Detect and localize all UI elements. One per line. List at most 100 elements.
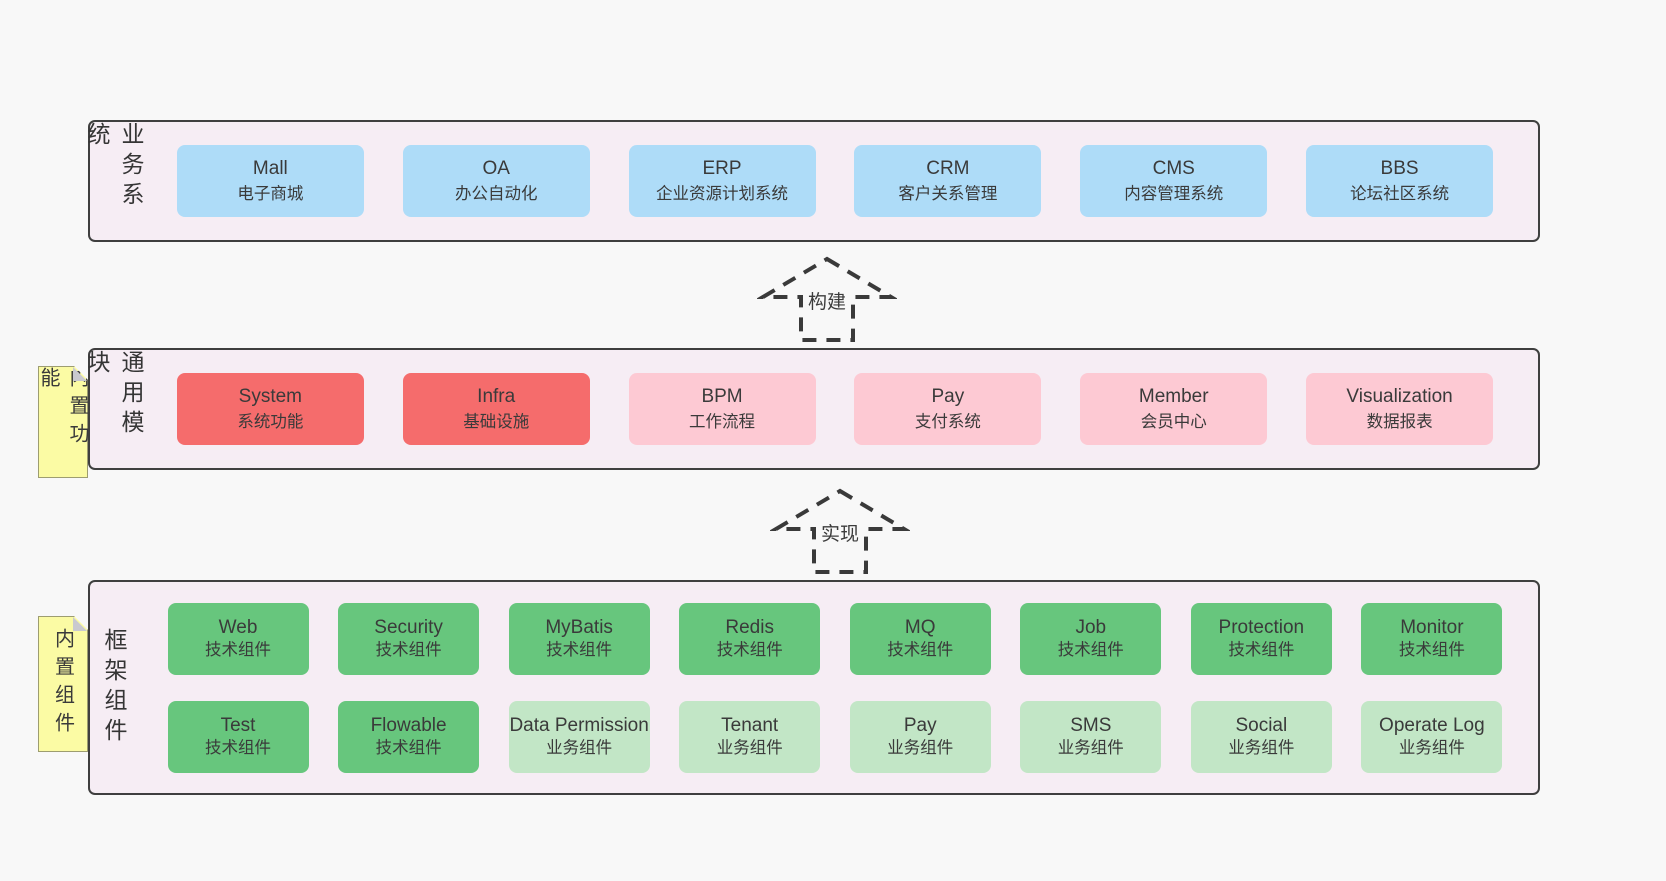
box-operate-log: Operate Log 业务组件 — [1361, 700, 1503, 773]
box-mall: Mall 电子商城 — [176, 145, 364, 217]
box-subtitle: 工作流程 — [689, 412, 756, 431]
box-title: Flowable — [370, 714, 447, 736]
box-oa: OA 办公自动化 — [402, 145, 590, 217]
box-tenant: Tenant 业务组件 — [679, 700, 821, 773]
box-title: BPM — [701, 385, 743, 407]
box-system: System 系统功能 — [176, 373, 364, 445]
box-title: Visualization — [1346, 385, 1453, 407]
box-bpm: BPM 工作流程 — [628, 373, 816, 445]
box-title: Pay — [903, 714, 937, 736]
box-subtitle: 业务组件 — [1228, 739, 1295, 758]
box-title: Redis — [725, 616, 774, 638]
panel-label-wrap: 框架组件 — [90, 582, 138, 793]
box-title: Data Permission — [509, 714, 649, 736]
box-pay-component: Pay 业务组件 — [849, 700, 991, 773]
box-subtitle: 业务组件 — [546, 739, 613, 758]
box-title: Mall — [252, 157, 288, 179]
panel-label-common-modules: 通用模块 — [84, 350, 144, 440]
box-title: Infra — [477, 385, 516, 407]
box-subtitle: 企业资源计划系统 — [656, 184, 789, 203]
box-title: SMS — [1070, 714, 1112, 736]
box-crm: CRM 客户关系管理 — [854, 145, 1042, 217]
folded-corner-icon — [73, 617, 87, 631]
box-monitor: Monitor 技术组件 — [1361, 602, 1503, 675]
common-modules-boxes: System 系统功能 Infra 基础设施 BPM 工作流程 Pay 支付系统… — [138, 350, 1538, 468]
box-title: OA — [482, 157, 510, 179]
arrow-implement-label: 实现 — [816, 518, 864, 547]
framework-components-panel: 框架组件 Web 技术组件 Security 技术组件 MyBatis 技术组件… — [88, 580, 1540, 795]
box-subtitle: 客户关系管理 — [898, 184, 998, 203]
box-protection: Protection 技术组件 — [1190, 602, 1332, 675]
box-subtitle: 系统功能 — [237, 412, 304, 431]
box-subtitle: 业务组件 — [1057, 739, 1124, 758]
box-title: Job — [1075, 616, 1107, 638]
box-redis: Redis 技术组件 — [679, 602, 821, 675]
box-subtitle: 业务组件 — [716, 739, 783, 758]
dashed-up-arrow-icon — [770, 488, 910, 574]
box-web: Web 技术组件 — [167, 602, 309, 675]
box-title: Member — [1138, 385, 1209, 407]
sticky-note-builtin-features: 内置功能 — [38, 366, 88, 478]
box-subtitle: 技术组件 — [1057, 641, 1124, 660]
box-cms: CMS 内容管理系统 — [1080, 145, 1268, 217]
panel-label-wrap: 业务系统 — [84, 122, 144, 240]
box-erp: ERP 企业资源计划系统 — [628, 145, 816, 217]
box-subtitle: 技术组件 — [205, 641, 272, 660]
box-subtitle: 基础设施 — [463, 412, 530, 431]
box-title: Monitor — [1400, 616, 1464, 638]
box-visualization: Visualization 数据报表 — [1306, 373, 1494, 445]
box-social: Social 业务组件 — [1190, 700, 1332, 773]
box-subtitle: 技术组件 — [887, 641, 954, 660]
box-subtitle: 技术组件 — [375, 739, 442, 758]
box-title: MQ — [904, 616, 936, 638]
box-title: BBS — [1380, 157, 1419, 179]
box-subtitle: 技术组件 — [205, 739, 272, 758]
box-subtitle: 电子商城 — [237, 184, 304, 203]
box-subtitle: 技术组件 — [1228, 641, 1295, 660]
common-modules-panel: 通用模块 System 系统功能 Infra 基础设施 BPM 工作流程 Pay… — [84, 348, 1540, 470]
box-job: Job 技术组件 — [1020, 602, 1162, 675]
box-title: Protection — [1218, 616, 1305, 638]
business-systems-boxes: Mall 电子商城 OA 办公自动化 ERP 企业资源计划系统 CRM 客户关系… — [138, 122, 1538, 240]
box-subtitle: 技术组件 — [1398, 641, 1465, 660]
box-mybatis: MyBatis 技术组件 — [508, 602, 650, 675]
box-subtitle: 会员中心 — [1140, 412, 1207, 431]
box-bbs: BBS 论坛社区系统 — [1306, 145, 1494, 217]
sticky-note-label: 内置组件 — [51, 628, 74, 740]
box-title: Security — [374, 616, 443, 638]
box-subtitle: 论坛社区系统 — [1350, 184, 1450, 203]
box-title: Web — [218, 616, 258, 638]
box-infra: Infra 基础设施 — [402, 373, 590, 445]
box-subtitle: 数据报表 — [1366, 412, 1433, 431]
box-title: ERP — [702, 157, 742, 179]
box-subtitle: 业务组件 — [887, 739, 954, 758]
box-flowable: Flowable 技术组件 — [338, 700, 480, 773]
box-member: Member 会员中心 — [1080, 373, 1268, 445]
business-systems-panel: 业务系统 Mall 电子商城 OA 办公自动化 ERP 企业资源计划系统 CRM… — [84, 120, 1540, 242]
box-test: Test 技术组件 — [167, 700, 309, 773]
box-title: Tenant — [721, 714, 779, 736]
box-title: CMS — [1152, 157, 1195, 179]
panel-label-framework-components: 框架组件 — [101, 627, 127, 748]
framework-components-boxes: Web 技术组件 Security 技术组件 MyBatis 技术组件 Redi… — [138, 582, 1538, 793]
panel-label-business-systems: 业务系统 — [84, 122, 144, 212]
sticky-note-label: 内置功能 — [37, 367, 88, 451]
box-title: System — [238, 385, 303, 407]
box-pay-system: Pay 支付系统 — [854, 373, 1042, 445]
arrow-implement: 实现 — [770, 487, 910, 575]
panel-label-wrap: 通用模块 — [84, 350, 144, 468]
box-title: Test — [220, 714, 256, 736]
box-subtitle: 支付系统 — [914, 412, 981, 431]
arrow-build: 构建 — [757, 255, 897, 343]
box-title: MyBatis — [545, 616, 613, 638]
box-title: Operate Log — [1379, 714, 1485, 736]
box-subtitle: 办公自动化 — [454, 184, 538, 203]
arrow-build-label: 构建 — [803, 286, 851, 315]
dashed-up-arrow-icon — [757, 256, 897, 342]
box-subtitle: 技术组件 — [375, 641, 442, 660]
box-security: Security 技术组件 — [338, 602, 480, 675]
box-subtitle: 业务组件 — [1398, 739, 1465, 758]
box-subtitle: 技术组件 — [546, 641, 613, 660]
box-subtitle: 技术组件 — [716, 641, 783, 660]
box-subtitle: 内容管理系统 — [1124, 184, 1224, 203]
